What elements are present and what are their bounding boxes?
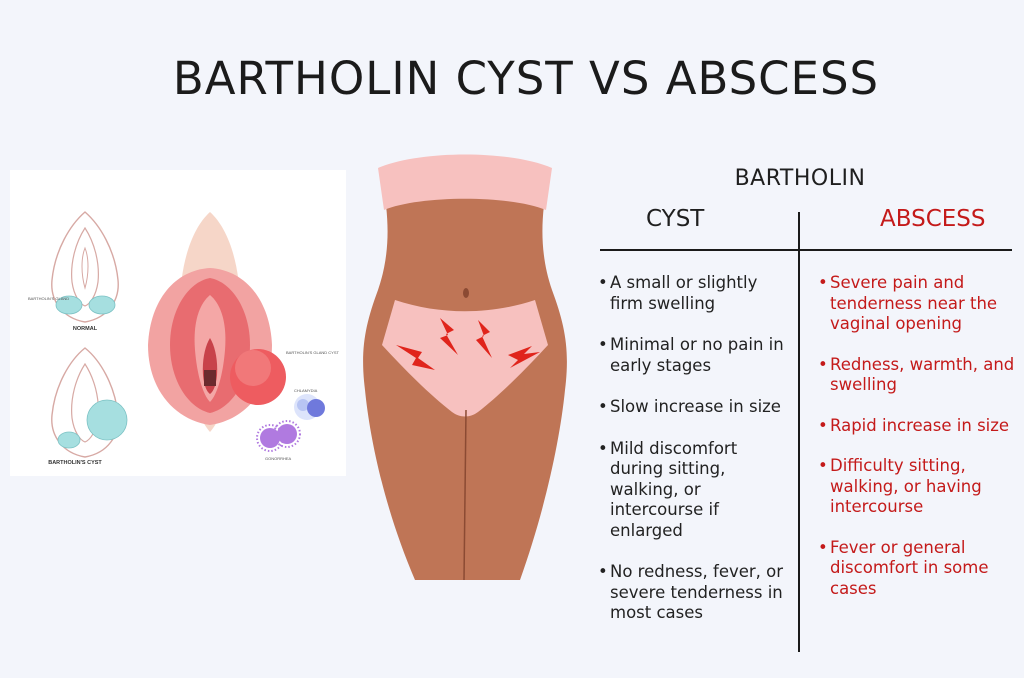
table-heading: BARTHOLIN	[734, 166, 866, 191]
underwear	[382, 300, 548, 417]
label-gonorrhea: GONORRHEA	[265, 456, 292, 461]
normal-anatomy-diagram	[51, 211, 119, 323]
cyst-symptom-list: A small or slightly firm swelling Minima…	[598, 273, 794, 645]
column-header-abscess: ABSCESS	[880, 206, 986, 232]
navel	[463, 288, 469, 298]
abscess-symptom-list: Severe pain and tenderness near the vagi…	[818, 273, 1018, 619]
top-garment	[378, 154, 552, 210]
list-item: Rapid increase in size	[818, 416, 1018, 437]
table-horizontal-divider	[600, 249, 1012, 251]
pain-lightning-icons	[396, 318, 540, 370]
column-header-cyst: CYST	[646, 206, 705, 232]
vulva-cyst-illustration	[148, 212, 286, 432]
bacteria-icons	[256, 394, 325, 452]
list-item: Redness, warmth, and swelling	[818, 355, 1018, 396]
table-vertical-divider	[798, 212, 800, 652]
body-figure-illustration	[360, 140, 570, 585]
label-gland-cyst: BARTHOLIN'S GLAND CYST	[286, 350, 339, 355]
label-bartholins-cyst: BARTHOLIN'S CYST	[48, 460, 102, 466]
list-item: Mild discomfort during sitting, walking,…	[598, 439, 794, 542]
list-item: Minimal or no pain in early stages	[598, 335, 794, 376]
list-item: Severe pain and tenderness near the vagi…	[818, 273, 1018, 335]
anatomy-illustration: NORMAL BARTHOLIN'S GLAND BARTHOLIN'S CYS…	[10, 170, 346, 476]
label-normal: NORMAL	[73, 326, 98, 332]
list-item: Fever or general discomfort in some case…	[818, 538, 1018, 600]
list-item: Slow increase in size	[598, 397, 794, 418]
label-gland: BARTHOLIN'S GLAND	[28, 296, 69, 301]
list-item: A small or slightly firm swelling	[598, 273, 794, 314]
list-item: No redness, fever, or severe tenderness …	[598, 562, 794, 624]
list-item: Difficulty sitting, walking, or having i…	[818, 456, 1018, 518]
cyst-anatomy-diagram	[51, 347, 128, 458]
label-chlamydia: CHLAMYDIA	[294, 388, 318, 393]
page-title: BARTHOLIN CYST VS ABSCESS	[172, 52, 880, 105]
